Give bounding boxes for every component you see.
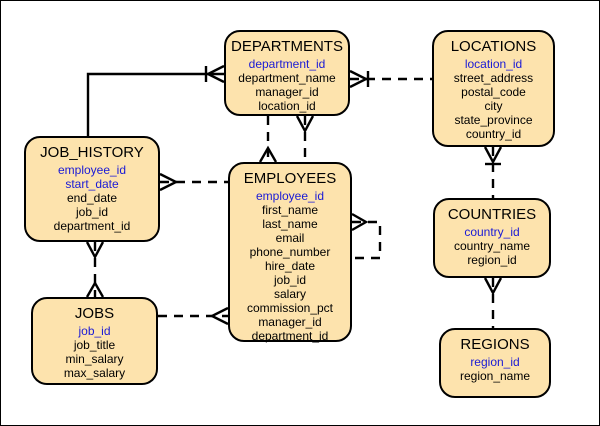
attribute: region_name: [459, 369, 531, 383]
attribute: department_id: [53, 219, 131, 233]
attribute: street_address: [453, 71, 534, 85]
primary-key-attribute: job_id: [78, 324, 111, 338]
countries-regions-relation: [483, 277, 503, 328]
attribute: region_id: [467, 253, 517, 267]
entity-title: DEPARTMENTS: [231, 38, 343, 55]
attribute: min_salary: [65, 352, 124, 366]
attribute: department_name: [238, 71, 336, 85]
attribute: first_name: [261, 203, 319, 217]
entity-title: JOBS: [74, 305, 115, 322]
employees-self-relation: [351, 212, 382, 260]
jobs-employees-relation: [158, 306, 229, 326]
departments-locations-relation: [349, 69, 432, 89]
attribute: email: [275, 231, 305, 245]
attribute: commission_pct: [246, 301, 334, 315]
attribute: job_id: [273, 273, 307, 287]
attribute: manager_id: [255, 85, 319, 99]
entity-title: REGIONS: [460, 336, 530, 353]
entity-title: EMPLOYEES: [243, 170, 337, 187]
attribute: city: [484, 99, 503, 113]
attribute: state_province: [454, 113, 533, 127]
attribute: phone_number: [249, 245, 331, 259]
attribute: end_date: [66, 191, 118, 205]
attribute: salary: [273, 287, 306, 301]
primary-key-attribute: location_id: [464, 57, 523, 71]
primary-key-attribute: region_id: [470, 355, 520, 369]
primary-key-attribute: employee_id: [255, 189, 325, 203]
attribute: country_name: [453, 239, 531, 253]
attribute: manager_id: [258, 315, 322, 329]
primary-key-attribute: department_id: [248, 57, 326, 71]
primary-key-attribute: country_id: [464, 225, 520, 239]
attribute: job_title: [73, 338, 116, 352]
job-history-employees-relation: [159, 172, 228, 192]
attribute: postal_code: [461, 85, 526, 99]
locations-countries-relation: [483, 146, 503, 198]
attribute: hire_date: [264, 259, 316, 273]
entity-title: COUNTRIES: [447, 206, 537, 223]
entity-title: JOB_HISTORY: [40, 144, 144, 161]
attribute: department_id: [251, 329, 329, 343]
departments-job-history-relation: [86, 64, 225, 136]
primary-key-attribute: start_date: [65, 177, 119, 191]
primary-key-attribute: employee_id: [57, 163, 127, 177]
entity-title: LOCATIONS: [450, 38, 537, 55]
attribute: job_id: [75, 205, 109, 219]
job-history-jobs-relation: [85, 241, 105, 298]
attribute: last_name: [262, 217, 318, 231]
departments-employees-relation: [258, 115, 315, 163]
attribute: location_id: [258, 99, 316, 113]
attribute: country_id: [465, 127, 522, 141]
attribute: max_salary: [63, 366, 126, 380]
